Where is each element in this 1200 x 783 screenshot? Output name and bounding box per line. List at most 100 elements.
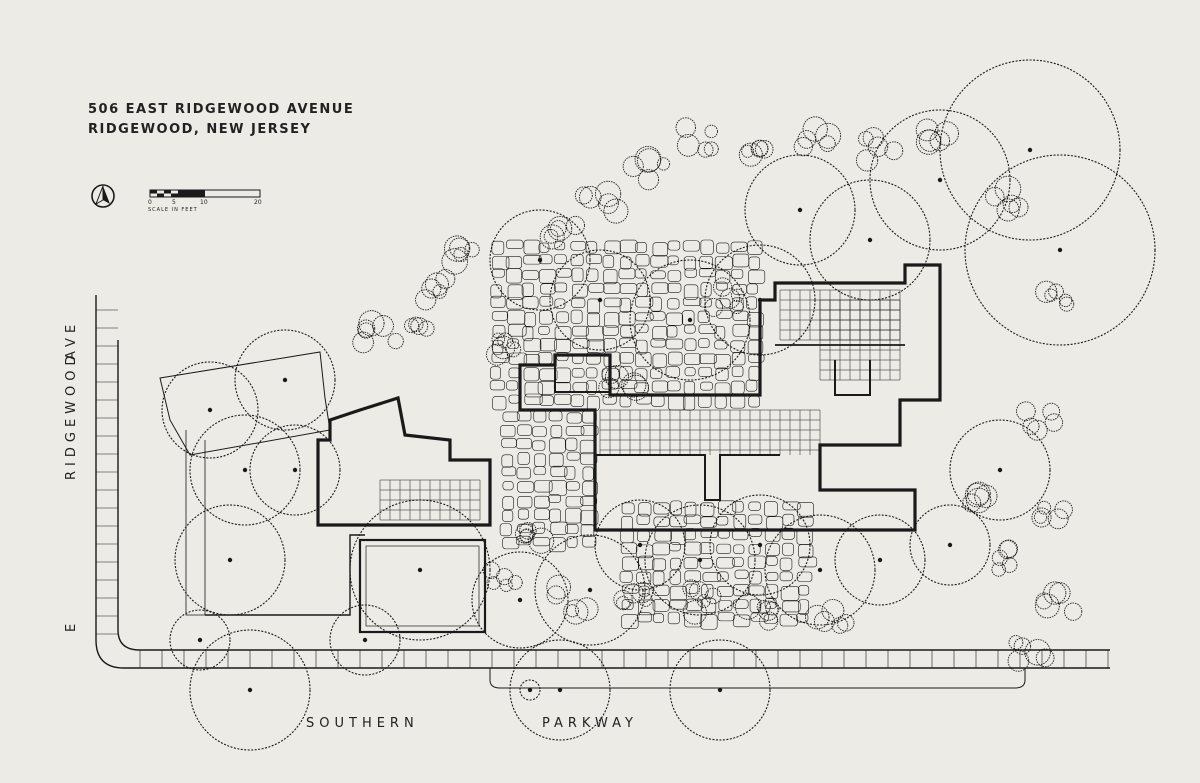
flagstone [635, 254, 650, 267]
flagstone [764, 597, 777, 609]
tree-trunk [417, 567, 423, 573]
flagstone [717, 612, 735, 622]
flagstone [683, 381, 695, 395]
flagstone [620, 542, 638, 555]
flagstone [524, 393, 543, 405]
flagstone [570, 309, 583, 324]
flagstone [715, 367, 729, 381]
flagstone [749, 528, 762, 537]
shrub [1064, 602, 1083, 621]
shrub [1048, 283, 1064, 300]
shrub [603, 198, 629, 224]
flagstone [507, 338, 519, 349]
shrub [1016, 401, 1036, 422]
tree-canopy [949, 419, 1051, 521]
flagstone [570, 241, 586, 251]
flagstone [635, 296, 654, 308]
flagstone [582, 535, 597, 548]
flagstone [748, 366, 760, 381]
flagstone [683, 284, 699, 300]
shrub [404, 318, 420, 334]
street-label-parkway: PARKWAY [542, 716, 638, 731]
flagstone [602, 255, 615, 268]
flagstone [765, 584, 779, 600]
flagstone [501, 466, 517, 477]
shrub [539, 224, 565, 250]
tree-canopy [764, 514, 876, 626]
flagstone [700, 614, 718, 630]
shrub [1047, 508, 1069, 530]
flagstone [634, 368, 648, 382]
flagstone [537, 352, 553, 365]
flagstone [508, 352, 528, 365]
shrub [547, 216, 573, 241]
flagstone [667, 380, 681, 392]
floor-tile-grid [379, 289, 901, 521]
flagstone [603, 297, 622, 308]
flagstone [779, 571, 793, 582]
tree-trunk [817, 567, 823, 573]
flagstone [537, 381, 556, 395]
shrub [352, 331, 374, 354]
flagstone [570, 394, 585, 407]
flagstone [701, 584, 714, 599]
flagstone [637, 555, 655, 571]
flagstone [618, 268, 636, 280]
flagstone [782, 513, 795, 526]
shrub [934, 121, 959, 146]
flagstone [684, 541, 702, 556]
shrub [1008, 635, 1024, 650]
tree-trunk [527, 687, 533, 693]
flagstone [670, 500, 682, 516]
flagstone [539, 338, 557, 352]
flagstone [550, 465, 568, 477]
shrub [697, 594, 711, 608]
flagstone [782, 600, 801, 613]
tree-canopy [174, 504, 286, 616]
flagstone [732, 557, 744, 567]
shrub [819, 135, 836, 152]
shrub [357, 322, 375, 339]
tree-canopy [169, 609, 231, 671]
flagstone [534, 508, 550, 520]
shrub [994, 175, 1022, 203]
garden-court [358, 538, 487, 634]
flagstone [571, 368, 585, 378]
tree-canopies [161, 59, 1156, 751]
flagstone [652, 353, 667, 368]
flagstone [539, 368, 558, 381]
flagstone [765, 543, 780, 556]
flagstone [572, 283, 588, 298]
shrub [598, 193, 619, 214]
flagstone [490, 295, 506, 308]
flagstone [714, 395, 727, 409]
flagstone [748, 544, 761, 555]
shrub [565, 215, 585, 235]
flagstone [665, 338, 684, 350]
flagstone [716, 516, 729, 526]
flagstone [533, 466, 547, 476]
flagstone [779, 557, 793, 571]
flagstone [522, 325, 534, 342]
flagstone [635, 241, 647, 253]
flagstone [649, 311, 666, 321]
shrub [543, 228, 559, 244]
flagstone [506, 380, 519, 391]
flagstone [638, 599, 656, 616]
flagstone [585, 254, 603, 265]
flagstone [651, 282, 669, 295]
shrub [831, 617, 849, 634]
tree-trunk [207, 407, 213, 413]
flagstone [652, 242, 668, 257]
flagstone [553, 393, 572, 405]
flagstone [684, 570, 701, 582]
shrub [738, 142, 763, 167]
flagstone [539, 310, 553, 325]
tree-canopy [809, 179, 931, 301]
flagstone [697, 310, 710, 323]
shrub [858, 131, 874, 147]
flagstone [746, 283, 758, 295]
flagstone [549, 437, 566, 454]
flagstone [588, 283, 605, 293]
flagstone [635, 312, 654, 322]
